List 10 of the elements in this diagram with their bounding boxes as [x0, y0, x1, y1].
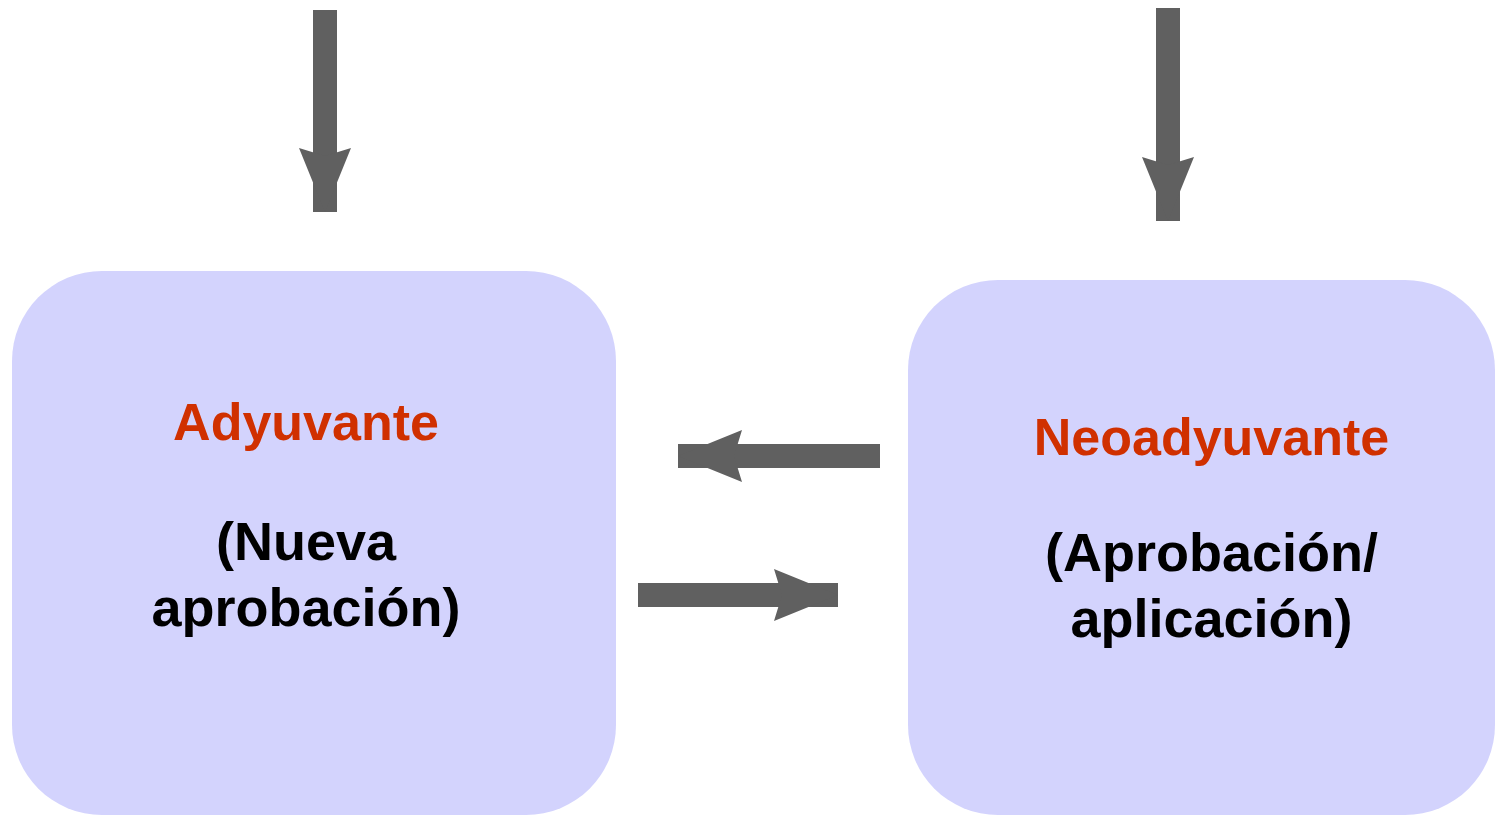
rounded-box	[12, 271, 616, 815]
block-arrow	[638, 569, 838, 621]
box-text: (Aprobación/ aplicación)	[1044, 521, 1379, 650]
box-heading: Neoadyuvante	[1033, 407, 1390, 467]
block-arrow	[1142, 8, 1194, 221]
block-arrow	[678, 430, 880, 482]
box-heading: Adyuvante	[173, 392, 439, 452]
block-arrow	[299, 10, 351, 212]
box-text: (Nueva aprobación)	[150, 510, 462, 639]
rounded-box	[908, 280, 1495, 815]
